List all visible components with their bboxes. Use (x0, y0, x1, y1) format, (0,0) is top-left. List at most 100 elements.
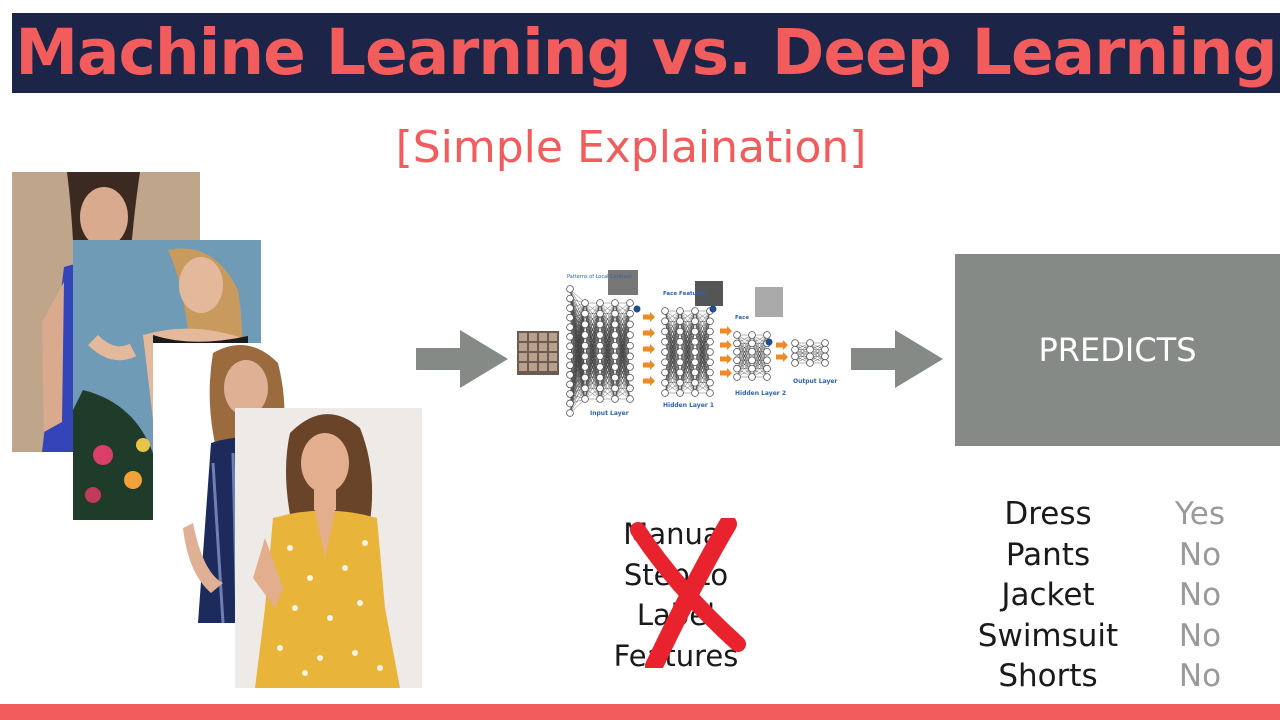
nn-node (763, 373, 771, 381)
nn-node (706, 358, 714, 367)
nn-edge (599, 356, 616, 400)
nn-node (821, 359, 829, 367)
nn-node (661, 327, 669, 336)
nn-node (706, 337, 714, 346)
nn-edge (614, 302, 631, 325)
nn-edge (679, 310, 696, 342)
nn-node (566, 380, 574, 389)
nn-node (661, 368, 669, 377)
nn-edge (614, 366, 631, 400)
nn-node (626, 299, 634, 307)
nn-edge (679, 310, 696, 332)
result-value: No (1178, 536, 1222, 573)
nn-edge (569, 365, 586, 389)
nn-edge (569, 388, 586, 414)
nn-node (676, 368, 684, 377)
result-label: Jacket (1001, 577, 1095, 613)
cross-icon (630, 518, 746, 668)
nn-node (596, 309, 604, 318)
nn-arrow (720, 354, 732, 364)
prediction-results: Dress Yes Pants No Jacket No Swimsuit No… (960, 494, 1280, 697)
nn-edge (679, 310, 696, 394)
nn-node (626, 320, 634, 329)
nn-node (706, 327, 714, 336)
nn-edge (694, 310, 711, 332)
result-label: Pants (1005, 536, 1091, 573)
nn-arrow (720, 326, 732, 336)
nn-edge (599, 313, 616, 400)
nn-node (791, 352, 799, 361)
nn-node (581, 352, 589, 361)
nn-node (626, 341, 634, 350)
nn-edge (694, 310, 711, 353)
nn-node (691, 368, 699, 377)
predicts-box: PREDICTS (955, 254, 1280, 446)
nn-node (611, 395, 619, 403)
nn-edge (599, 302, 616, 400)
nn-node (626, 352, 634, 361)
nn-arrow (720, 340, 732, 350)
nn-edge (599, 302, 616, 325)
nn-edge (751, 334, 768, 361)
nn-node (661, 348, 669, 356)
nn-node (581, 341, 589, 350)
nn-edge (569, 317, 586, 357)
nn-edge (584, 366, 601, 400)
nn-edge (569, 302, 586, 328)
nn-node (566, 313, 574, 322)
nn-node (791, 359, 799, 367)
nn-edge (569, 324, 586, 414)
nn-edge (584, 302, 601, 389)
page-title: Machine Learning vs. Deep Learning (15, 16, 1277, 89)
nn-node (596, 373, 604, 382)
nn-edge (584, 377, 601, 400)
nn-edge (569, 355, 586, 389)
nn-node (806, 345, 814, 354)
photo-yellow-dress (235, 408, 422, 688)
nn-node (626, 384, 634, 393)
nn-node (626, 331, 634, 339)
result-label: Dress (1004, 496, 1092, 532)
nn-node (733, 364, 741, 373)
nn-node (706, 378, 714, 387)
nn-node (676, 337, 684, 346)
nn-node (596, 352, 604, 361)
nn-node (581, 299, 589, 307)
arrow-right-icon (851, 330, 943, 388)
result-row: Dress Yes (960, 494, 1280, 535)
nn-node (748, 331, 756, 339)
nn-node (691, 358, 699, 367)
nn-edge (679, 362, 696, 394)
nn-node (676, 358, 684, 367)
nn-edge (736, 334, 753, 361)
nn-node (611, 384, 619, 393)
nn-node (763, 331, 771, 339)
nn-edge (599, 302, 616, 336)
nn-node (691, 348, 699, 356)
nn-edge (569, 302, 586, 394)
nn-node (566, 409, 574, 417)
nn-edge (694, 310, 711, 342)
nn-node (566, 371, 574, 379)
nn-node (596, 341, 604, 350)
nn-arrow (643, 360, 655, 370)
nn-edge (664, 310, 681, 332)
nn-edge (584, 302, 601, 400)
label-input-layer: Input Layer (590, 410, 629, 417)
nn-edge (614, 302, 631, 400)
result-row: Shorts No (960, 656, 1280, 697)
nn-edge (569, 327, 586, 368)
nn-node (806, 339, 814, 347)
nn-edge (584, 302, 601, 325)
nn-node (581, 384, 589, 393)
nn-node (626, 395, 634, 403)
nn-edge (679, 372, 696, 394)
nn-node (676, 307, 684, 315)
label-output-layer: Output Layer (793, 378, 837, 385)
nn-edge (599, 366, 616, 400)
nn-node (791, 339, 799, 347)
nn-edge (694, 351, 711, 394)
nn-node (748, 364, 756, 373)
page-subtitle: [Simple Explaination] (395, 122, 867, 173)
result-label: Shorts (998, 658, 1098, 694)
